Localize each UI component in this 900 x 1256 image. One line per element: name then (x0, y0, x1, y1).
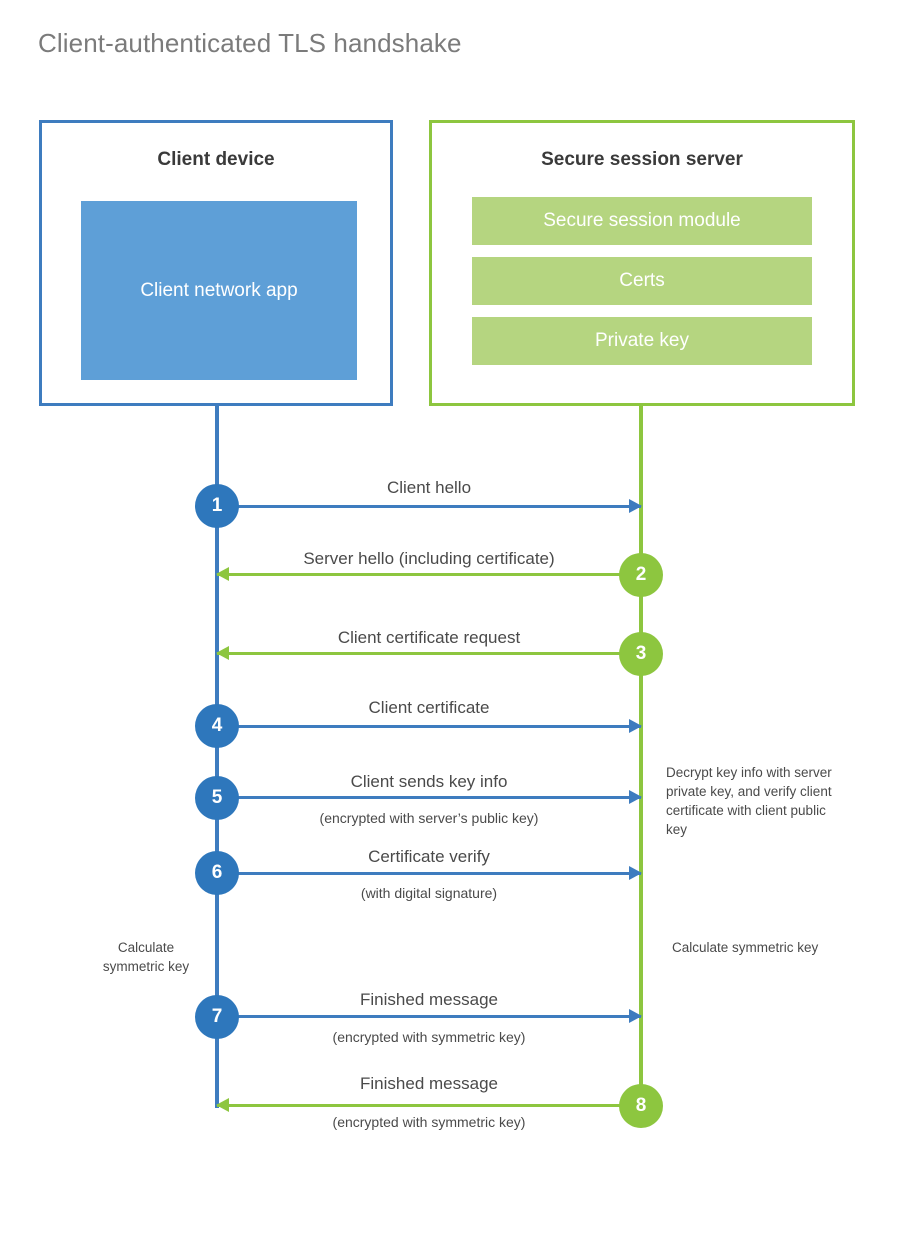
arrow-head-right-icon (629, 790, 642, 804)
step-1-label: Client hello (386, 478, 472, 497)
step-1-arrow (217, 499, 642, 513)
step-7-sublabel: (encrypted with symmetric key) (332, 1029, 526, 1045)
step-2-label: Server hello (including certificate) (303, 549, 555, 568)
step-6-sublabel: (with digital signature) (360, 885, 498, 901)
step-6-label: Certificate verify (368, 847, 490, 866)
server-module-private-key: Private key (472, 317, 812, 365)
server-module-secure-session-module: Secure session module (472, 197, 812, 245)
step-5-arrow (217, 790, 642, 804)
step-6-arrow (217, 866, 642, 880)
server-calculate-symmetric-key-annotation: Calculate symmetric key (672, 940, 819, 955)
arrow-head-left-icon (216, 567, 229, 581)
server-modules-list: Secure session module Certs Private key (472, 197, 812, 365)
step-2-marker: 2 (619, 553, 663, 597)
arrow-head-right-icon (629, 499, 642, 513)
client-device-box: Client device Client network app (39, 120, 393, 406)
step-3-marker: 3 (619, 632, 663, 676)
step-3-arrow (216, 646, 641, 660)
step-4-marker: 4 (195, 704, 239, 748)
secure-session-server-title: Secure session server (541, 149, 743, 170)
step-5-label: Client sends key info (350, 772, 508, 791)
step-2-arrow (216, 567, 641, 581)
server-decrypt-annotation: Decrypt key info with server private key… (666, 765, 832, 838)
step-8-marker: 8 (619, 1084, 663, 1128)
step-7-label: Finished message (360, 990, 498, 1009)
step-4-label: Client certificate (368, 698, 490, 717)
step-4-arrow (217, 719, 642, 733)
step-8-label: Finished message (360, 1074, 498, 1093)
arrow-head-right-icon (629, 1009, 642, 1023)
arrow-head-left-icon (216, 1098, 229, 1112)
step-1-marker: 1 (195, 484, 239, 528)
step-8-arrow (216, 1098, 641, 1112)
step-7-arrow (217, 1009, 642, 1023)
client-device-title: Client device (157, 149, 275, 170)
server-lifeline (639, 406, 643, 1108)
arrow-head-right-icon (629, 866, 642, 880)
page-title: Client-authenticated TLS handshake (38, 28, 462, 58)
step-5-sublabel: (encrypted with server’s public key) (319, 810, 539, 826)
server-module-certs: Certs (472, 257, 812, 305)
step-6-marker: 6 (195, 851, 239, 895)
client-network-app-block: Client network app (81, 201, 357, 380)
step-8-sublabel: (encrypted with symmetric key) (332, 1114, 526, 1130)
client-lifeline (215, 406, 219, 1108)
arrow-head-left-icon (216, 646, 229, 660)
step-5-marker: 5 (195, 776, 239, 820)
step-3-label: Client certificate request (337, 628, 521, 647)
secure-session-server-box: Secure session server Secure session mod… (429, 120, 855, 406)
arrow-head-right-icon (629, 719, 642, 733)
client-calculate-symmetric-key-annotation: Calculate symmetric key (102, 940, 190, 975)
step-7-marker: 7 (195, 995, 239, 1039)
